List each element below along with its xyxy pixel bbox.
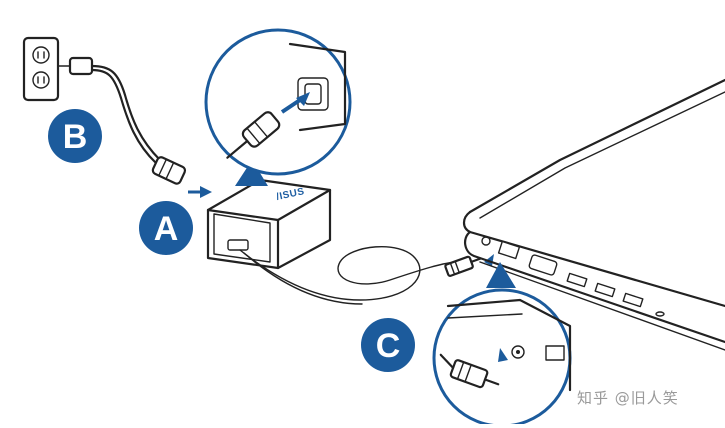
callout-pointer-bottom	[486, 262, 516, 288]
step-b-label: B	[63, 118, 88, 156]
step-b-badge: B	[48, 109, 102, 163]
power-cord	[57, 56, 187, 185]
step-c-badge: C	[361, 318, 415, 372]
zoom-callout-adapter-inlet	[204, 28, 352, 176]
power-adapter: /ISUS	[206, 178, 332, 270]
step-a-label: A	[154, 210, 179, 248]
zoom-callout-laptop-port	[432, 288, 572, 428]
source-watermark: 知乎 @旧人笑	[577, 389, 679, 407]
laptop	[462, 78, 725, 351]
callout-pointer-top	[235, 160, 268, 186]
step-a-badge: A	[139, 201, 193, 255]
step-c-label: C	[376, 327, 401, 365]
dc-cable	[239, 246, 482, 305]
wall-outlet	[22, 36, 60, 102]
insert-arrow	[200, 186, 212, 198]
